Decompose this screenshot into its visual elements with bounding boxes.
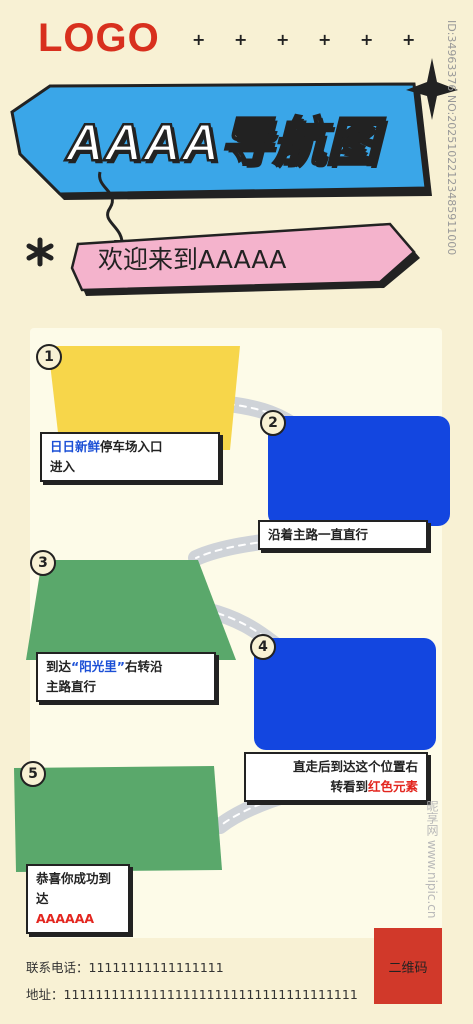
- logo: LOGO: [38, 16, 160, 60]
- title-banner-graphic: [10, 58, 458, 296]
- page-title: AAAA导航图: [65, 113, 380, 174]
- plus-icon: +: [402, 30, 416, 49]
- step-3-caption: 到达“阳光里”右转沿 主路直行: [36, 652, 216, 702]
- step-3-number: 3: [30, 550, 56, 576]
- step-4-text-line1: 直走后到达这个位置右: [292, 759, 418, 774]
- step-5-caption: 恭喜你成功到达 AAAAAA: [26, 864, 130, 934]
- address-label: 地址：: [26, 987, 64, 1002]
- step-1-text: 停车场入口: [100, 439, 163, 454]
- plus-icon: +: [234, 30, 248, 49]
- qr-label: 二维码: [388, 960, 428, 976]
- plus-icon: +: [318, 30, 332, 49]
- plus-icon: +: [276, 30, 290, 49]
- step-2-number: 2: [260, 410, 286, 436]
- phone-row: 联系电话：11111111111111111: [26, 957, 224, 976]
- step-3-text-line2: 主路直行: [46, 679, 97, 694]
- location-3-shape: [26, 560, 236, 660]
- step-1-caption: 日日新鲜停车场入口 进入: [40, 432, 220, 482]
- step-3-text: 右转沿: [124, 659, 163, 674]
- step-4-highlight: 红色元素: [367, 779, 418, 794]
- location-1-shape: [48, 346, 240, 450]
- step-4-text-line2: 转看到: [330, 779, 368, 794]
- watermark-text: 昵享网 www.nipic.cn: [425, 800, 439, 919]
- location-2-shape: [268, 416, 450, 526]
- step-2-text: 沿着主路一直直行: [268, 527, 369, 542]
- side-id-text: ID:34963376 NO:20251022123485911000: [445, 20, 458, 256]
- step-1-number: 1: [36, 344, 62, 370]
- step-3-highlight: “阳光里”: [71, 659, 125, 674]
- address-value: 1111111111111111111111111111111111111: [63, 987, 358, 1002]
- location-5-shape: [14, 766, 222, 872]
- step-1-text-line2: 进入: [50, 459, 76, 474]
- phone-value: 11111111111111111: [88, 960, 224, 975]
- plus-icon: +: [360, 30, 374, 49]
- step-1-highlight: 日日新鲜: [50, 439, 101, 454]
- step-5-text: 恭喜你成功到达: [36, 871, 112, 906]
- welcome-text: 欢迎来到AAAAA: [98, 245, 287, 274]
- step-5-highlight: AAAAAA: [36, 911, 95, 926]
- step-2-caption: 沿着主路一直直行: [258, 520, 428, 550]
- step-3-prefix: 到达: [46, 659, 72, 674]
- step-4-caption: 直走后到达这个位置右 转看到红色元素: [244, 752, 428, 802]
- phone-label: 联系电话：: [26, 960, 89, 975]
- qr-code-placeholder: 二维码: [374, 928, 442, 1004]
- plus-icon: +: [192, 30, 206, 49]
- address-row: 地址：1111111111111111111111111111111111111: [26, 984, 358, 1003]
- location-4-shape: [254, 638, 436, 750]
- step-5-number: 5: [20, 761, 46, 787]
- step-4-number: 4: [250, 634, 276, 660]
